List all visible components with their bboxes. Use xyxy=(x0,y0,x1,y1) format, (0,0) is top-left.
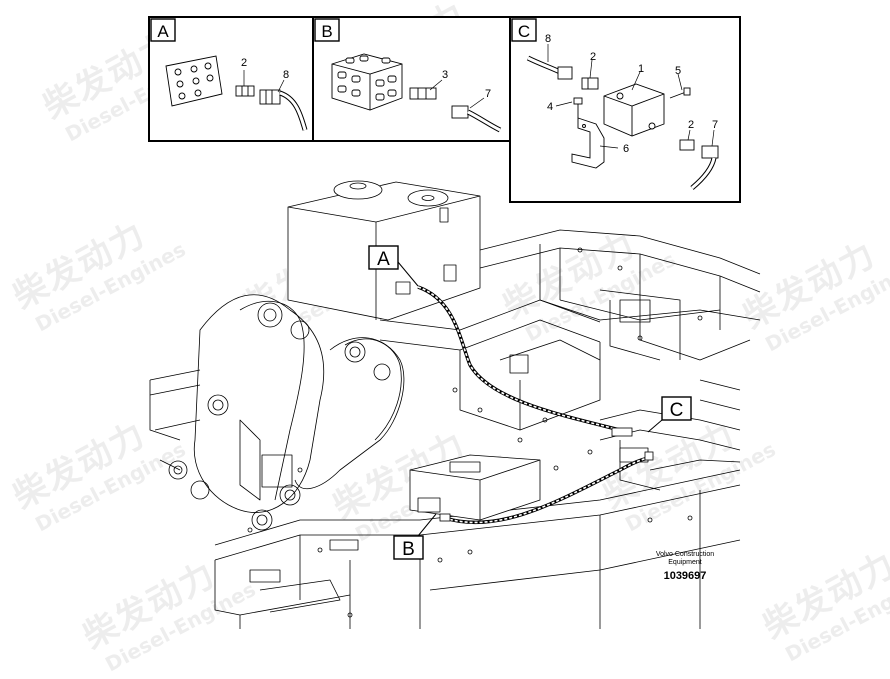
footer-company: Volvo Construction xyxy=(655,551,715,558)
detail-c-bolt-4 xyxy=(573,97,583,118)
detail-b-label: B xyxy=(321,22,332,41)
footer-company-line2: Equipment xyxy=(668,559,702,566)
detail-panel-c: C xyxy=(509,16,741,203)
detail-c-part: 1 xyxy=(638,63,644,75)
detail-b-valve-block xyxy=(331,53,403,111)
detail-a-hose xyxy=(259,89,308,131)
detail-a-plate xyxy=(165,55,223,107)
callout-leaders xyxy=(397,261,663,537)
drawing-number: 1039697 xyxy=(663,570,707,582)
detail-c-part: 8 xyxy=(545,33,551,45)
detail-c-part: 5 xyxy=(675,65,681,77)
detail-a-label: A xyxy=(157,22,169,41)
detail-c-adapter-low xyxy=(679,139,695,151)
detail-b-part: 7 xyxy=(485,88,491,100)
detail-c-part: 2 xyxy=(590,51,596,63)
detail-c-valve xyxy=(603,83,665,137)
detail-c-hose-out xyxy=(690,145,719,190)
detail-c-part: 6 xyxy=(623,143,629,155)
detail-c-label: C xyxy=(518,22,530,41)
detail-c-hose-in xyxy=(526,55,573,80)
detail-a-tag xyxy=(150,18,176,42)
detail-b-adapter xyxy=(409,87,437,100)
detail-c-part: 2 xyxy=(688,119,694,131)
detail-c-adapter-top xyxy=(581,77,599,90)
detail-b-hose xyxy=(451,105,502,133)
callout-b: B xyxy=(393,535,424,560)
detail-a-part: 2 xyxy=(241,57,247,69)
detail-a-part: 8 xyxy=(283,69,289,81)
detail-a-adapter xyxy=(235,85,255,97)
callout-a: A xyxy=(368,245,399,270)
callout-c: C xyxy=(661,396,692,421)
hydraulic-hose xyxy=(417,285,654,525)
detail-c-tag xyxy=(511,18,537,42)
detail-c-bolt-5 xyxy=(669,87,691,99)
detail-panels-ab: A xyxy=(148,16,511,142)
callout-a-label: A xyxy=(377,249,390,270)
detail-c-part: 4 xyxy=(547,101,553,113)
drawing-footer: Volvo Construction Equipment 1039697 xyxy=(620,551,750,582)
detail-c-part: 7 xyxy=(712,119,718,131)
callout-b-label: B xyxy=(402,539,415,560)
callout-c-label: C xyxy=(670,400,684,421)
machine-drawing: A C B A xyxy=(148,16,761,629)
detail-b-tag xyxy=(314,18,340,42)
diagram-canvas: 柴发动力 Diesel-Engines 柴发动力 Diesel-Engines … xyxy=(7,0,890,676)
detail-c-bracket xyxy=(571,117,605,169)
detail-b-part: 3 xyxy=(442,69,448,81)
frame-drawing xyxy=(149,180,761,629)
